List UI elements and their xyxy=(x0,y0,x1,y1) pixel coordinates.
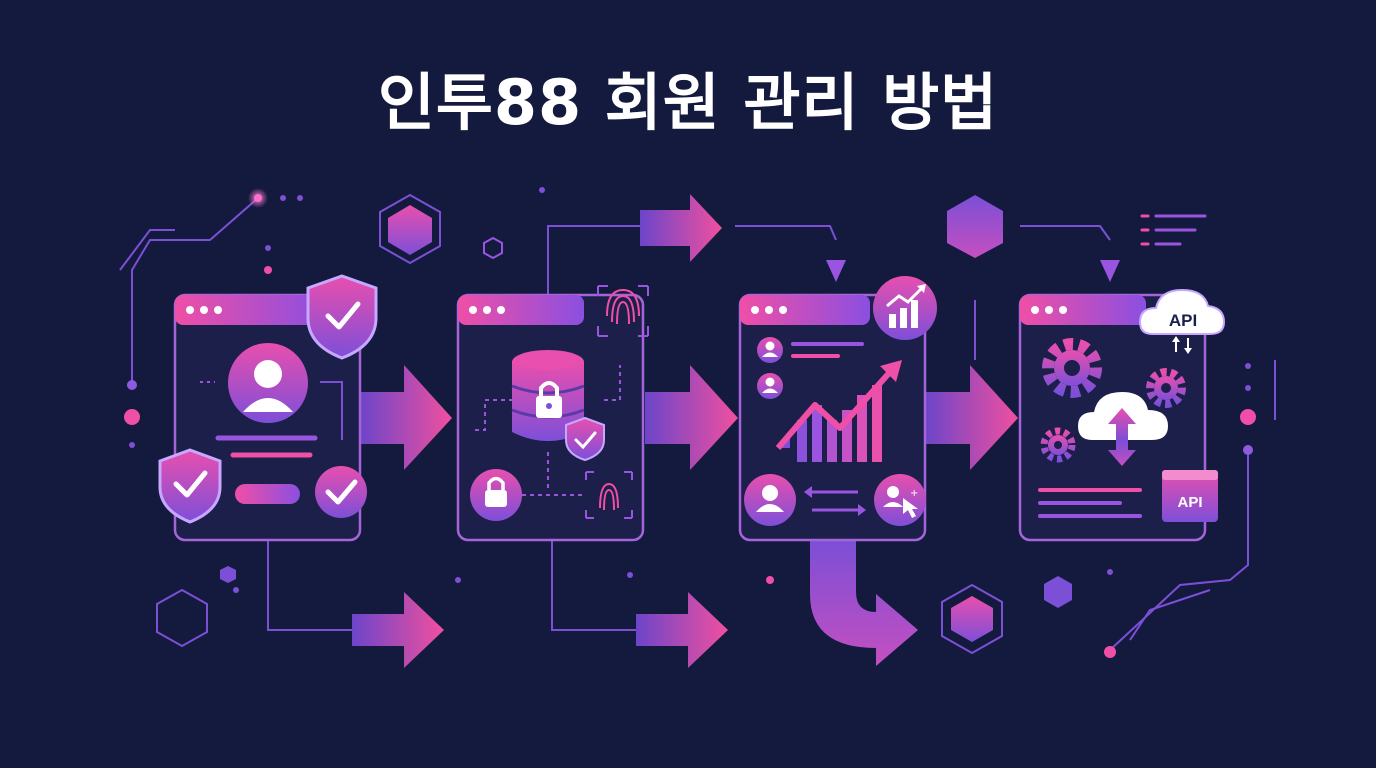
api-window-icon: API xyxy=(1162,470,1218,522)
bottom-arrow-2 xyxy=(636,592,728,668)
users-list-icon xyxy=(757,337,864,399)
step-4-panel: API API xyxy=(1018,288,1226,542)
shield-check-small-icon xyxy=(158,448,222,524)
small-down-arrow-2 xyxy=(1100,260,1120,282)
page-title: 인투88 회원 관리 방법 xyxy=(377,66,999,139)
decor-menu-lines xyxy=(1140,214,1207,246)
svg-text:+: + xyxy=(910,488,918,499)
gear-icon xyxy=(1042,338,1102,398)
mid-arrow-2 xyxy=(645,365,738,470)
check-badge-icon xyxy=(315,466,367,518)
top-arrow-1 xyxy=(640,194,722,262)
bottom-arrow-1 xyxy=(352,592,444,668)
mid-arrow-3 xyxy=(925,365,1018,470)
api-cloud-icon: API xyxy=(1138,288,1226,354)
user-avatar-icon xyxy=(228,343,308,423)
fingerprint-icon xyxy=(597,285,649,337)
step-3-panel: + xyxy=(738,276,937,542)
mid-arrow-1 xyxy=(360,365,452,470)
circuit-lines xyxy=(119,197,1276,651)
fingerprint-small-icon xyxy=(585,471,633,519)
database-lock-icon xyxy=(511,350,605,462)
cloud-sync-icon xyxy=(1078,392,1168,466)
decor-dots xyxy=(124,187,1256,658)
flow-arrows xyxy=(352,194,1120,668)
api-cloud-label: API xyxy=(1169,311,1197,330)
decor-hexagons xyxy=(156,193,1072,655)
lock-icon xyxy=(470,469,522,521)
step-1-panel xyxy=(158,274,378,542)
api-window-label: API xyxy=(1177,494,1202,511)
gear-small-icon xyxy=(1040,368,1186,463)
user-swap-icon: + xyxy=(744,474,926,526)
curved-down-arrow xyxy=(810,540,918,666)
small-down-arrow-1 xyxy=(826,260,846,282)
growth-chart-icon xyxy=(873,276,937,340)
bar-trend-icon xyxy=(775,360,902,462)
shield-check-icon xyxy=(306,274,378,360)
step-2-panel xyxy=(456,285,649,542)
